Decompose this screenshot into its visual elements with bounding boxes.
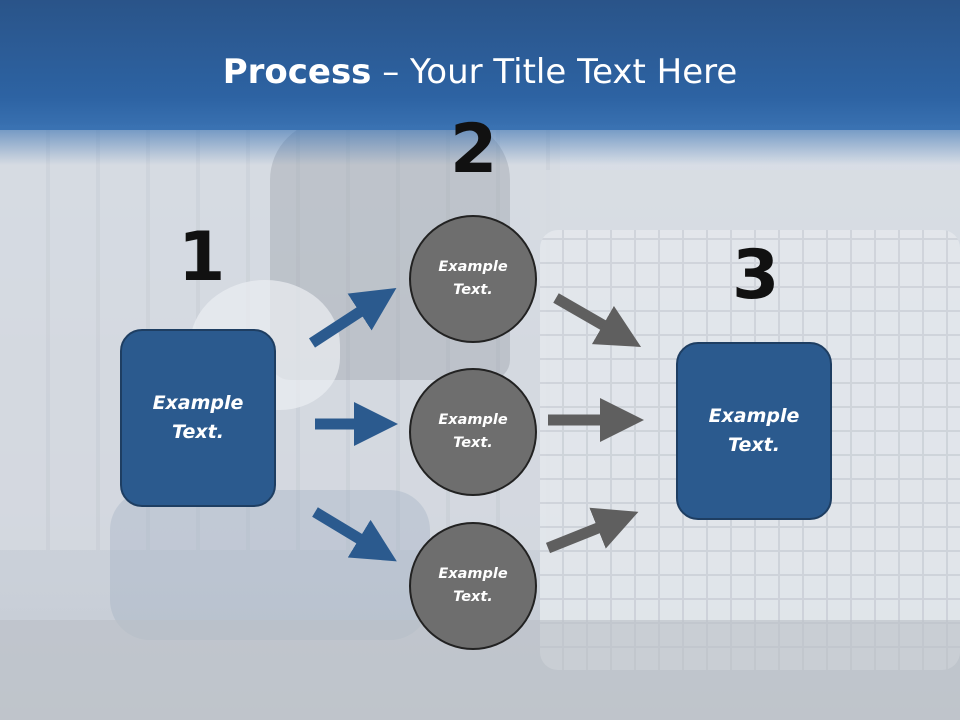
title-bar-fade — [0, 125, 960, 165]
title-bold: Process — [222, 52, 372, 92]
circle-bottom-line2: Text. — [453, 589, 493, 605]
right-box-text: Example Text. — [709, 402, 800, 460]
left-box-line2: Text. — [172, 421, 224, 443]
step-2-number: 2 — [450, 110, 498, 189]
circle-bottom: Example Text. — [409, 522, 537, 650]
circle-bottom-text: Example Text. — [438, 563, 507, 609]
left-box: Example Text. — [120, 329, 276, 507]
background-ac-top — [530, 170, 960, 240]
circle-middle-text: Example Text. — [438, 409, 507, 455]
step-1-number: 1 — [178, 218, 226, 297]
circle-middle-line1: Example — [438, 412, 508, 428]
circle-top-line1: Example — [438, 259, 508, 275]
step-3-number: 3 — [732, 236, 780, 315]
circle-top-line2: Text. — [453, 282, 493, 298]
circle-bottom-line1: Example — [438, 566, 508, 582]
left-box-line1: Example — [152, 392, 244, 414]
circle-middle-line2: Text. — [453, 435, 493, 451]
circle-middle: Example Text. — [409, 368, 537, 496]
slide-title: Process – Your Title Text Here — [0, 52, 960, 92]
circle-top: Example Text. — [409, 215, 537, 343]
circle-top-text: Example Text. — [438, 256, 507, 302]
right-box-line1: Example — [708, 405, 800, 427]
title-bar — [0, 0, 960, 130]
left-box-text: Example Text. — [153, 389, 244, 447]
right-box-line2: Text. — [728, 434, 780, 456]
title-rest: – Your Title Text Here — [371, 52, 738, 92]
right-box: Example Text. — [676, 342, 832, 520]
